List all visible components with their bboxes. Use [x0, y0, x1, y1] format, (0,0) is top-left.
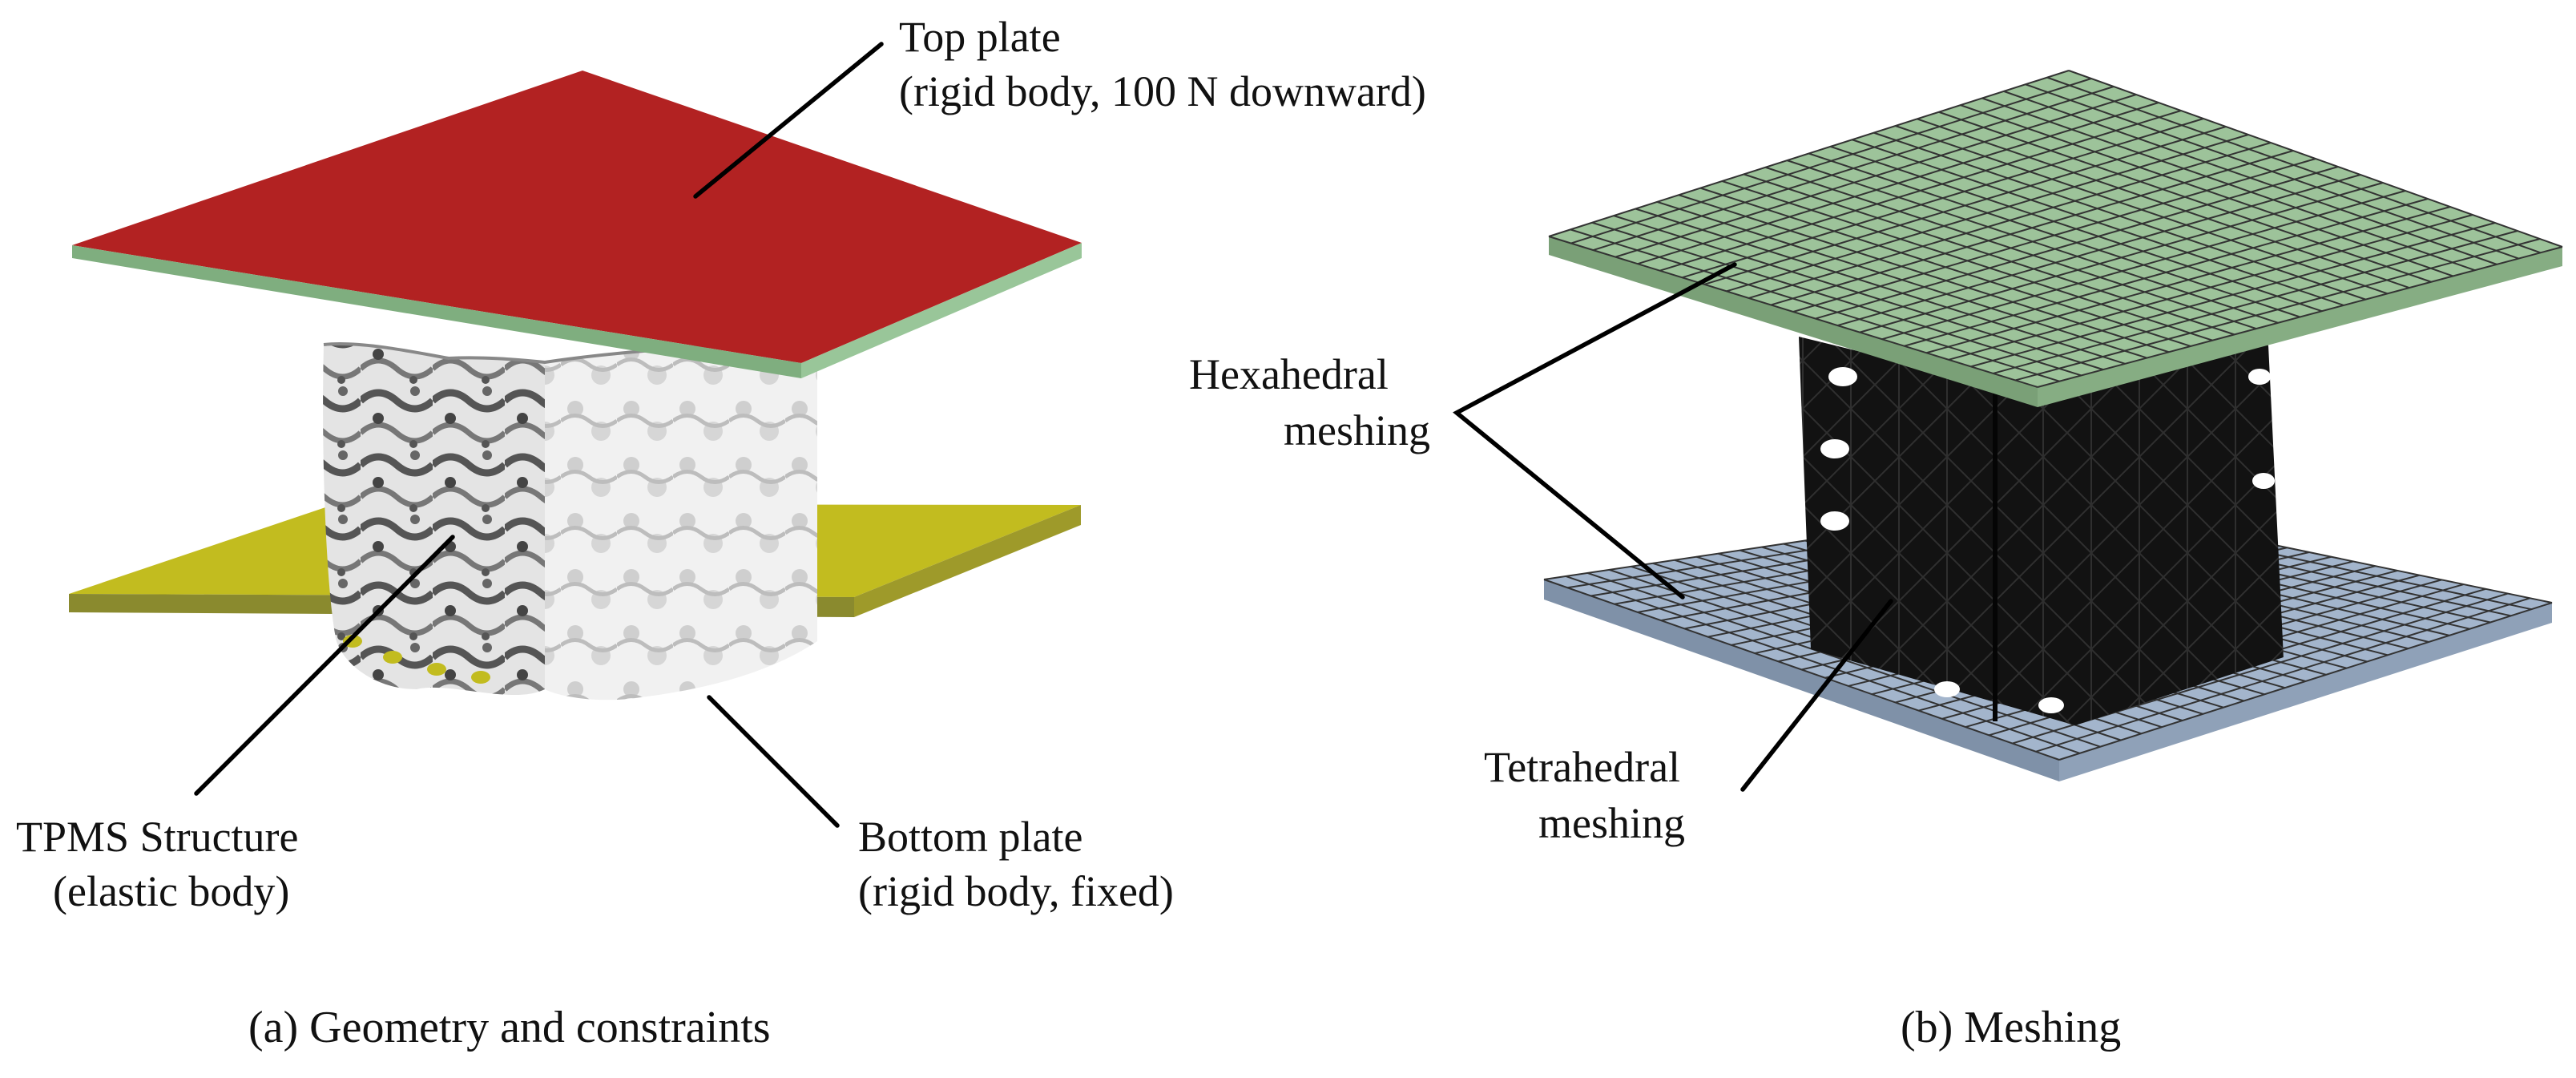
hexa-leader: [1453, 262, 1737, 600]
mesh-line: [1565, 575, 2080, 754]
mesh-line: [1744, 173, 2235, 336]
top-plate-title: Top plate: [899, 13, 1061, 61]
mesh-line: [2025, 83, 2519, 260]
mesh-line: [1830, 145, 2323, 313]
mesh-line: [1699, 187, 2191, 347]
mesh-line: [2046, 76, 2542, 254]
bottom-plate-leader: [707, 695, 840, 828]
top-mesh-plate: [1548, 70, 2563, 407]
mesh-line: [1722, 180, 2213, 341]
mesh-line: [1656, 200, 2147, 359]
mesh-line: [1938, 111, 2432, 283]
mesh-line: [1613, 215, 2104, 371]
top-mesh-lines: [1548, 70, 2563, 388]
mesh-line: [1635, 208, 2126, 365]
mesh-line: [1917, 118, 2410, 289]
mesh-line: [1960, 104, 2453, 277]
mesh-line: [1765, 166, 2257, 330]
tpms-leader: [194, 535, 455, 796]
tetrahedral-block: [1799, 329, 2284, 725]
panel-a: Top plate (rigid body, 100 N downward) T…: [16, 13, 1426, 1052]
hexa-label-line1: Hexahedral: [1189, 350, 1389, 398]
tpms-title: TPMS Structure: [16, 813, 299, 861]
tpms-detail: (elastic body): [53, 867, 289, 915]
mesh-line: [1543, 579, 2060, 761]
caption-b: (b) Meshing: [1901, 1003, 2121, 1052]
mesh-line: [1591, 221, 2082, 377]
tpms-structure-shape: [323, 340, 818, 700]
tetra-label-line1: Tetrahedral: [1484, 743, 1680, 791]
hexa-label-line2: meshing: [1284, 406, 1430, 454]
mesh-line: [1678, 194, 2170, 353]
top-plate-shape: [72, 71, 1082, 378]
caption-a: (a) Geometry and constraints: [248, 1003, 771, 1052]
mesh-line: [2068, 70, 2563, 248]
top-plate-leader: [693, 42, 884, 199]
mesh-line: [1852, 139, 2344, 306]
mesh-line: [1548, 236, 2038, 388]
tetra-label-line2: meshing: [1538, 799, 1685, 847]
mesh-line: [1787, 159, 2279, 324]
mesh-line: [1981, 97, 2476, 272]
mesh-line: [1570, 228, 2060, 382]
panel-b: Hexahedral meshing Tetrahedral meshing (…: [1189, 70, 2563, 1052]
mesh-line: [1808, 152, 2300, 318]
top-plate-detail: (rigid body, 100 N downward): [899, 67, 1426, 115]
mesh-line: [2003, 90, 2497, 265]
bottom-plate-title: Bottom plate: [858, 813, 1082, 861]
mesh-line: [1873, 131, 2366, 301]
bottom-plate-detail: (rigid body, fixed): [858, 867, 1174, 915]
mesh-line: [1895, 125, 2388, 295]
tetra-leader: [1740, 599, 1893, 792]
